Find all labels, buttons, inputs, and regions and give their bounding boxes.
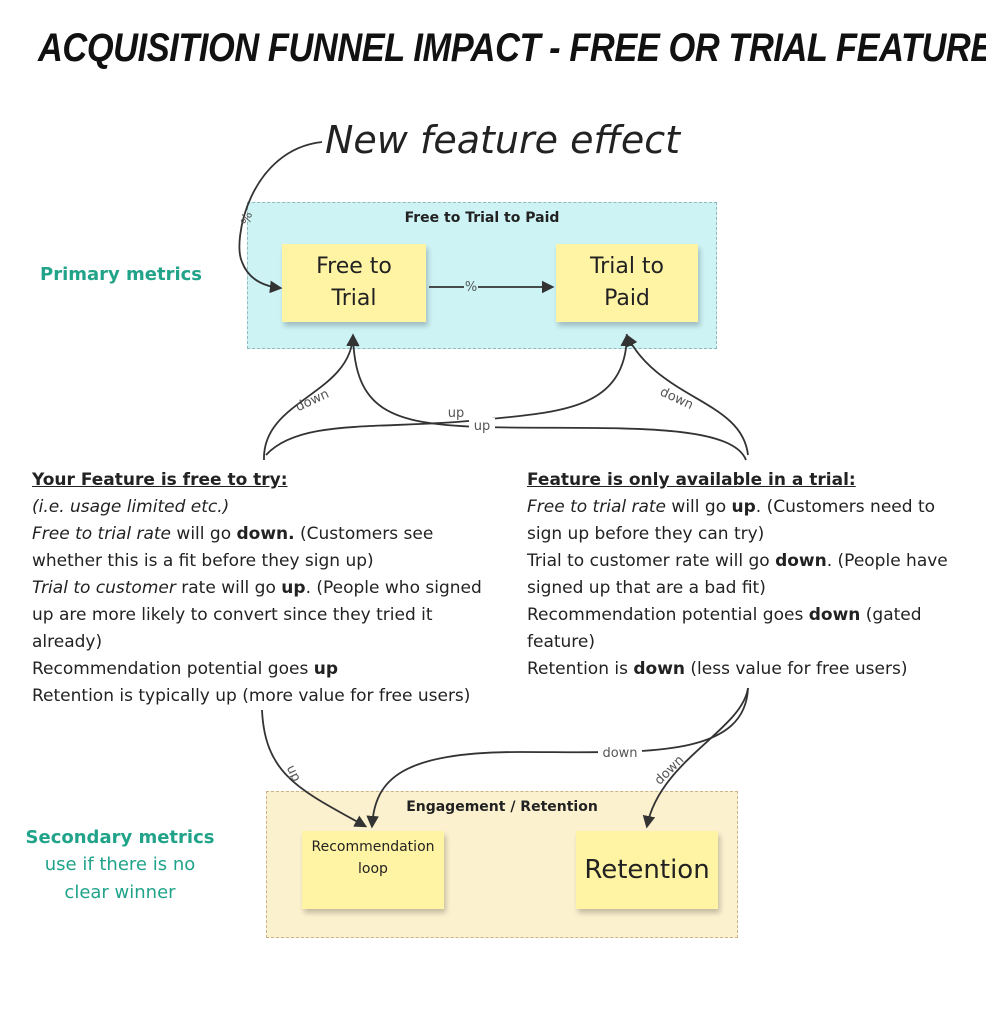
right-line-4: signed up that are a bad fit) xyxy=(527,578,766,598)
right-l5-bold: down xyxy=(808,605,861,625)
left-l4-end: . (People who signed xyxy=(305,578,482,598)
left-line-3: whether this is a fit before they sign u… xyxy=(32,551,374,571)
trial-feature-column: Feature is only available in a trial: Fr… xyxy=(527,467,977,683)
secondary-metrics-note-2: clear winner xyxy=(64,882,176,903)
right-l7-text: Retention is xyxy=(527,659,634,679)
left-l7-bold: up xyxy=(313,659,339,679)
left-l7-text: Recommendation potential goes xyxy=(32,659,314,679)
right-line-6: feature) xyxy=(527,632,596,652)
label-up-2: up xyxy=(474,419,491,434)
label-down-retention: down xyxy=(652,753,687,788)
left-line-1: (i.e. usage limited etc.) xyxy=(32,497,230,517)
sticky-retention-label: Retention xyxy=(584,855,710,885)
trial-feature-heading: Feature is only available in a trial: xyxy=(527,470,856,490)
left-l2-end: (Customers see xyxy=(294,524,434,544)
right-l1-end: . (Customers need to xyxy=(755,497,936,517)
left-line-5: up are more likely to convert since they… xyxy=(32,605,433,625)
secondary-frame-title: Engagement / Retention xyxy=(406,799,598,815)
diagram-title: ACQUISITION FUNNEL IMPACT - FREE OR TRIA… xyxy=(38,26,986,70)
left-line-6: already) xyxy=(32,632,103,652)
label-up-1: up xyxy=(448,406,465,421)
right-l1-mid: will go xyxy=(666,497,732,517)
right-l7-end: (less value for free users) xyxy=(685,659,908,679)
sticky-trial-to-paid-line2: Paid xyxy=(604,286,650,311)
sticky-trial-to-paid-line1: Trial to xyxy=(589,254,665,279)
secondary-metrics-block: Secondary metrics use if there is no cle… xyxy=(22,825,218,907)
right-l3-bold: down xyxy=(775,551,827,571)
sticky-recommendation-loop[interactable]: Recommendation loop xyxy=(302,831,444,909)
label-percent-funnel: % xyxy=(465,280,477,295)
free-feature-column: Your Feature is free to try: (i.e. usage… xyxy=(32,467,502,710)
left-l2-bold: down. xyxy=(236,524,295,544)
connector-effect-to-free[interactable] xyxy=(238,141,323,294)
left-l2-mid: will go xyxy=(171,524,237,544)
label-down-recommendation: down xyxy=(602,746,637,761)
connector-left-to-recommendation-up[interactable] xyxy=(261,709,368,828)
connector-right-to-recommendation-down[interactable] xyxy=(366,687,749,829)
label-up-recommendation: up xyxy=(283,763,304,784)
label-percent-effect: % xyxy=(239,211,256,226)
left-l4-mid: rate will go xyxy=(175,578,282,598)
new-feature-effect-label: New feature effect xyxy=(325,118,681,162)
left-l4-italic: Trial to customer xyxy=(32,578,176,598)
left-l4-bold: up xyxy=(281,578,306,598)
left-l2-italic: Free to trial rate xyxy=(32,524,172,544)
right-l1-bold: up xyxy=(731,497,756,517)
sticky-free-to-trial-line1: Free to xyxy=(316,254,392,279)
sticky-trial-to-paid[interactable]: Trial to Paid xyxy=(556,244,698,322)
free-feature-heading: Your Feature is free to try: xyxy=(32,470,288,490)
left-line-8: Retention is typically up (more value fo… xyxy=(32,686,471,706)
primary-metrics-label: Primary metrics xyxy=(40,264,203,285)
secondary-metrics-label: Secondary metrics xyxy=(25,827,215,848)
sticky-free-to-trial-line2: Trial xyxy=(331,286,377,311)
sticky-recommendation-line2: loop xyxy=(358,861,388,877)
right-line-2: sign up before they can try) xyxy=(527,524,765,544)
right-l3-end: . (People have xyxy=(826,551,948,571)
right-l5-text: Recommendation potential goes xyxy=(527,605,809,625)
connector-left-to-free-down[interactable] xyxy=(263,333,359,461)
right-l1-italic: Free to trial rate xyxy=(527,497,667,517)
sticky-retention[interactable]: Retention xyxy=(576,831,718,909)
right-l5-end: (gated xyxy=(860,605,922,625)
primary-frame-title: Free to Trial to Paid xyxy=(404,210,560,226)
sticky-recommendation-line1: Recommendation xyxy=(311,839,435,855)
secondary-metrics-note-1: use if there is no xyxy=(44,854,196,875)
label-down-left: down xyxy=(293,387,331,415)
sticky-free-to-trial[interactable]: Free to Trial xyxy=(282,244,426,322)
right-l3-text: Trial to customer rate will go xyxy=(527,551,776,571)
right-l7-bold: down xyxy=(633,659,686,679)
connector-right-to-paid-down[interactable] xyxy=(625,333,749,456)
label-down-right: down xyxy=(657,385,695,413)
connector-right-to-retention-down[interactable] xyxy=(642,687,749,829)
